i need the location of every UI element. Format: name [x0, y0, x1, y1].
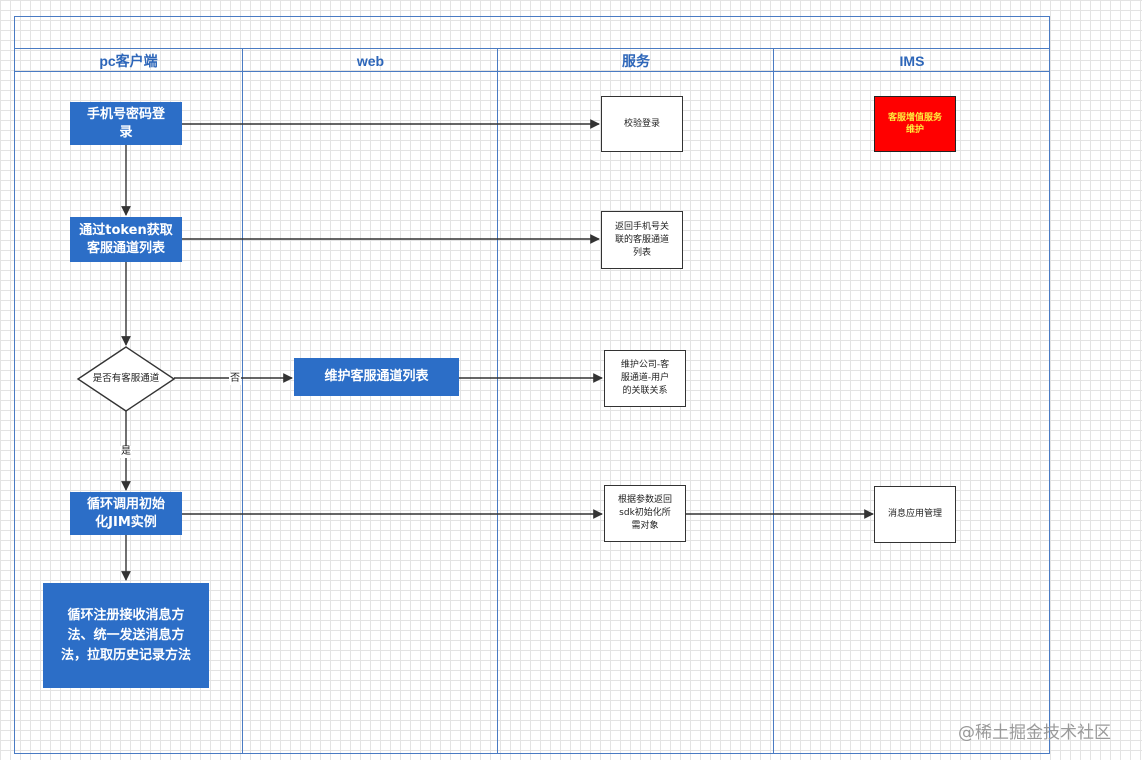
maintain-channels-step: 维护客服通道列表 [294, 358, 459, 396]
decision-label: 是否有客服通道 [92, 373, 160, 384]
edge-label-no: 否 [229, 373, 241, 385]
maintain-relation-box: 维护公司-客 服通道-用户 的关联关系 [604, 350, 686, 407]
watermark: @稀土掘金技术社区 [958, 723, 1111, 743]
init-jim-step: 循环调用初始 化JIM实例 [70, 492, 182, 535]
value-added-service-box: 客服增值服务 维护 [874, 96, 956, 152]
lane-header-service: 服务 [498, 48, 774, 72]
edge-label-yes: 是 [120, 446, 132, 458]
lane-divider [242, 48, 243, 754]
verify-login-box: 校验登录 [601, 96, 683, 152]
return-channels-box: 返回手机号关 联的客服通道 列表 [601, 211, 683, 269]
login-step: 手机号密码登 录 [70, 102, 182, 145]
register-methods-step: 循环注册接收消息方 法、统一发送消息方 法，拉取历史记录方法 [43, 583, 209, 688]
decision-diamond [76, 346, 176, 412]
lane-divider [773, 48, 774, 754]
app-management-box: 消息应用管理 [874, 486, 956, 543]
lane-header-web: web [243, 48, 498, 72]
lane-divider [497, 48, 498, 754]
lane-header-ims: IMS [774, 48, 1050, 72]
swimlane-pool [14, 16, 1050, 754]
return-sdk-box: 根据参数返回 sdk初始化所 需对象 [604, 485, 686, 542]
get-channels-step: 通过token获取 客服通道列表 [70, 217, 182, 262]
lane-header-pc-client: pc客户端 [14, 48, 243, 72]
